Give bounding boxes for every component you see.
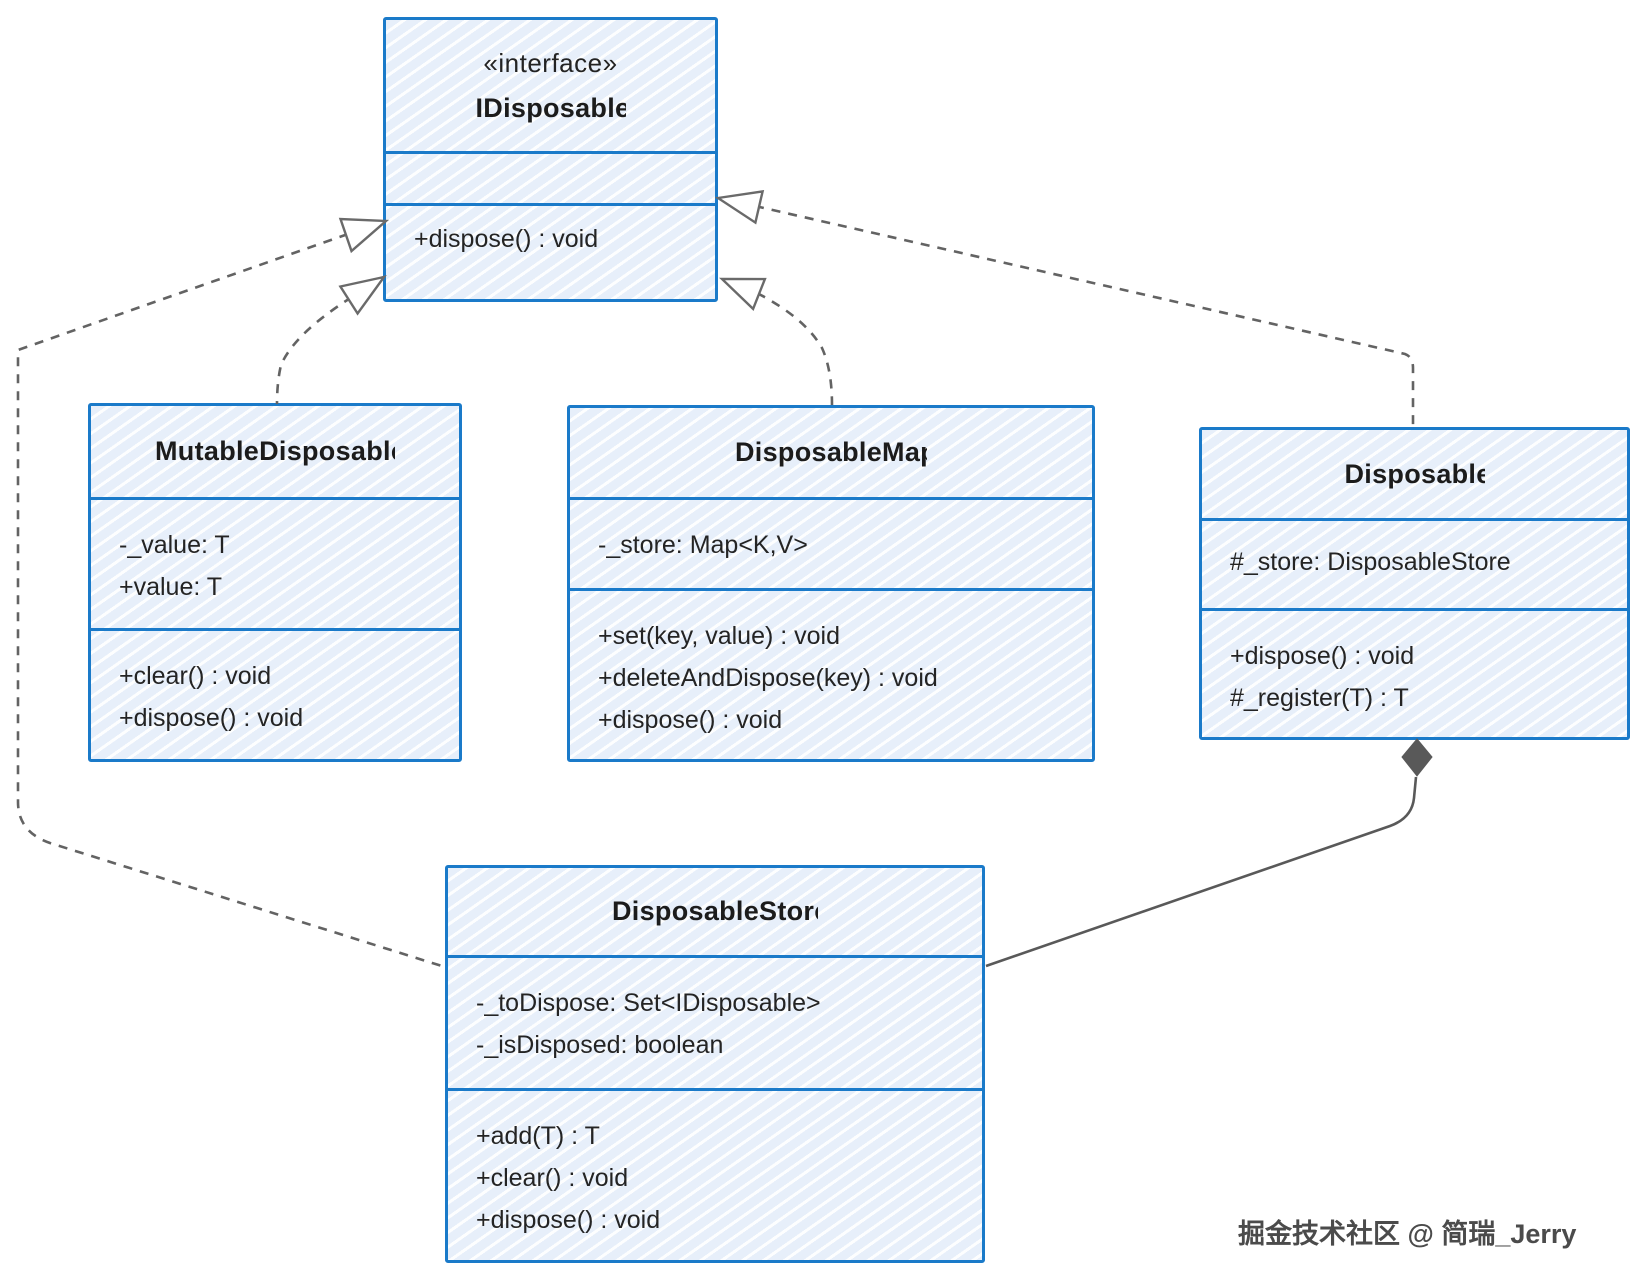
method: +dispose() : void xyxy=(476,1206,661,1234)
attribute: #_store: DisposableStore xyxy=(1230,548,1511,576)
class-box-disposable-map: DisposableMap -_store: Map<K,V> +set(key… xyxy=(567,405,1095,762)
attribute: -_toDispose: Set<IDisposable> xyxy=(476,989,821,1017)
realization-disposablemap-idisposable xyxy=(719,277,834,406)
class-box-disposable: Disposable #_store: DisposableStore +dis… xyxy=(1199,427,1630,740)
filled-diamond-icon xyxy=(1401,738,1433,777)
method: #_register(T) : T xyxy=(1230,684,1409,712)
method: +dispose() : void xyxy=(598,706,783,734)
composition-disposable-disposablestore xyxy=(985,738,1433,968)
method: +dispose() : void xyxy=(414,225,599,253)
class-name-idisposable: IDisposable xyxy=(475,92,626,123)
method: +dispose() : void xyxy=(119,704,304,732)
realization-mutabledisposable-idisposable xyxy=(275,275,387,405)
disposable-methods-compartment: +dispose() : void #_register(T) : T xyxy=(1202,608,1627,737)
class-name-disposable-map: DisposableMap xyxy=(735,437,927,467)
class-box-idisposable: «interface» IDisposable +dispose() : voi… xyxy=(383,17,718,302)
disposable-store-title-compartment: DisposableStore xyxy=(448,868,982,955)
attribute: +value: T xyxy=(119,573,223,601)
mutable-disposable-methods-compartment: +clear() : void +dispose() : void xyxy=(91,628,459,759)
disposable-map-attributes-compartment: -_store: Map<K,V> xyxy=(570,497,1092,588)
method: +add(T) : T xyxy=(476,1122,600,1150)
class-box-disposable-store: DisposableStore -_toDispose: Set<IDispos… xyxy=(445,865,985,1263)
attribute: -_store: Map<K,V> xyxy=(598,531,808,559)
idisposable-methods-compartment: +dispose() : void xyxy=(386,203,715,299)
disposable-store-methods-compartment: +add(T) : T +clear() : void +dispose() :… xyxy=(448,1088,982,1260)
realization-disposable-idisposable xyxy=(714,189,1415,427)
class-box-mutable-disposable: MutableDisposable -_value: T +value: T +… xyxy=(88,403,462,762)
hollow-triangle-icon xyxy=(338,217,390,254)
attribute: -_value: T xyxy=(119,531,230,559)
method: +clear() : void xyxy=(476,1164,629,1192)
hollow-triangle-icon xyxy=(338,275,387,316)
class-name-mutable-disposable: MutableDisposable xyxy=(155,436,395,466)
hollow-triangle-icon xyxy=(714,189,765,225)
disposable-map-title-compartment: DisposableMap xyxy=(570,408,1092,497)
idisposable-title-compartment: «interface» IDisposable xyxy=(386,20,715,151)
disposable-store-attributes-compartment: -_toDispose: Set<IDisposable> -_isDispos… xyxy=(448,955,982,1088)
class-name-disposable-store: DisposableStore xyxy=(612,896,818,926)
class-name-disposable: Disposable xyxy=(1344,458,1485,489)
method: +dispose() : void xyxy=(1230,642,1415,670)
idisposable-stereotype: «interface» xyxy=(483,47,618,78)
mutable-disposable-title-compartment: MutableDisposable xyxy=(91,406,459,497)
mutable-disposable-attributes-compartment: -_value: T +value: T xyxy=(91,497,459,628)
disposable-attributes-compartment: #_store: DisposableStore xyxy=(1202,518,1627,608)
attribute: -_isDisposed: boolean xyxy=(476,1031,724,1059)
method: +set(key, value) : void xyxy=(598,622,841,650)
method: +deleteAndDispose(key) : void xyxy=(598,664,938,692)
method: +clear() : void xyxy=(119,662,272,690)
idisposable-attributes-compartment xyxy=(386,151,715,203)
hollow-triangle-icon xyxy=(719,277,767,312)
disposable-title-compartment: Disposable xyxy=(1202,430,1627,518)
watermark: 掘金技术社区 @ 简瑞_Jerry xyxy=(1238,1219,1577,1249)
disposable-map-methods-compartment: +set(key, value) : void +deleteAndDispos… xyxy=(570,588,1092,759)
